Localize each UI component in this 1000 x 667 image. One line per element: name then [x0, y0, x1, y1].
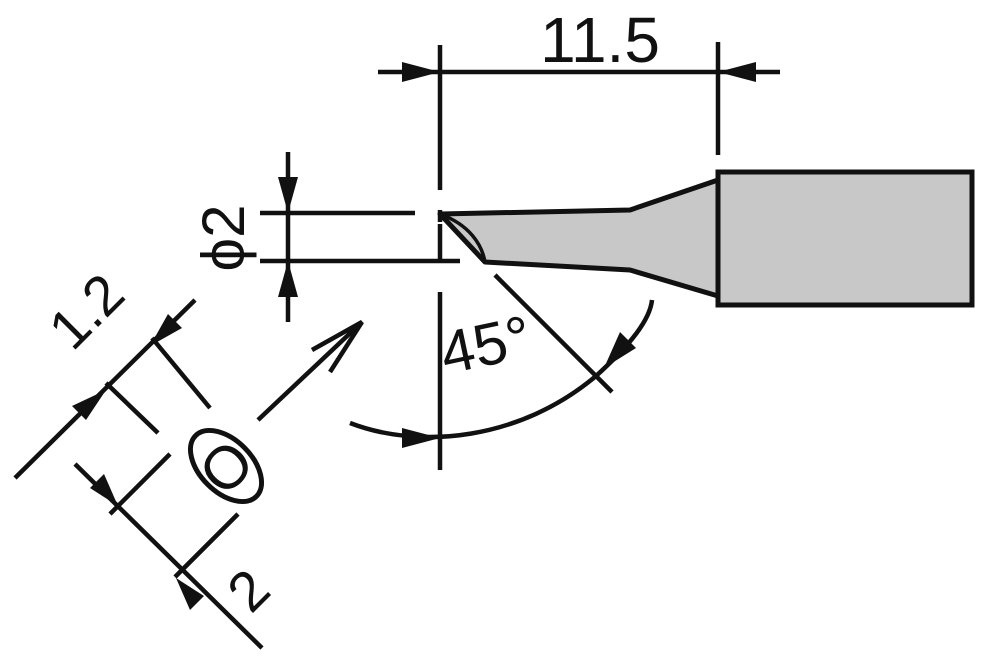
- thickness-arrow-upper: [90, 474, 118, 506]
- length-arrow-left: [402, 62, 440, 82]
- thickness-arrow-lower: [176, 578, 204, 610]
- view-arrow-head: [310, 320, 364, 374]
- angle-extension-line: [493, 273, 614, 394]
- tip-shaft: [715, 169, 975, 308]
- width-arrow-lower: [72, 390, 106, 420]
- view-arrow: [256, 320, 364, 422]
- tip-profile: O: [186, 427, 266, 507]
- width-arrow-upper: [150, 314, 182, 346]
- diameter-symbol: ϕ: [190, 238, 257, 272]
- tip-bevel: [439, 212, 487, 263]
- profile-shape: [187, 427, 265, 505]
- svg-text:ϕ2: ϕ2: [190, 205, 257, 272]
- diameter-dimension: ϕ2: [190, 152, 460, 322]
- angle-label: 45°: [434, 303, 537, 387]
- angle-dimension: 45°: [349, 273, 655, 448]
- angle-arrow-left: [402, 428, 440, 448]
- diameter-label: 2: [190, 205, 257, 238]
- width-dimension: 1.2: [13, 261, 212, 480]
- soldering-tip: [437, 169, 975, 308]
- thickness-extension-upper: [108, 452, 172, 516]
- width-extension-lower: [104, 381, 160, 435]
- width-extension-upper: [150, 336, 212, 410]
- thickness-extension-lower: [173, 512, 240, 579]
- view-arrow-line: [256, 320, 364, 422]
- length-arrow-right: [718, 62, 756, 82]
- diameter-arrow-top: [278, 177, 298, 213]
- length-label: 11.5: [540, 4, 660, 76]
- length-dimension: 11.5: [378, 4, 780, 155]
- width-label: 1.2: [36, 261, 136, 361]
- angle-arrow-right: [604, 332, 636, 368]
- diameter-arrow-bottom: [278, 261, 298, 297]
- tip-taper: [437, 177, 721, 299]
